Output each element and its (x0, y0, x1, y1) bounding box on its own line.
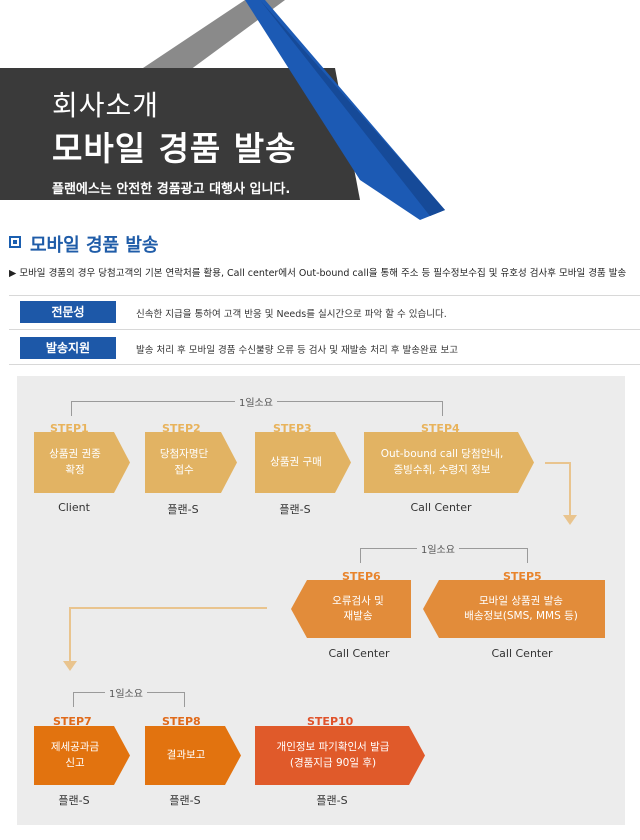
step-label: STEP3 (273, 422, 312, 435)
section-title: 모바일 경품 발송 (30, 235, 159, 256)
hero-title-big: 모바일 경품 발송 (52, 129, 297, 168)
step-box: 당첨자명단 접수 (145, 432, 237, 493)
step-box: 제세공과금 신고 (34, 726, 130, 785)
step-box: 개인정보 파기확인서 발급 (경품지급 90일 후) (255, 726, 425, 785)
step-label: STEP1 (50, 422, 89, 435)
step-label: STEP5 (503, 570, 542, 583)
step-label: STEP4 (421, 422, 460, 435)
divider (9, 295, 640, 296)
step-owner: Call Center (410, 501, 472, 514)
step-label: STEP7 (53, 715, 92, 728)
flow-connectors (63, 462, 577, 671)
step-owner: 플랜-S (279, 503, 311, 516)
step-owner: 플랜-S (58, 794, 90, 807)
step-label: STEP8 (162, 715, 201, 728)
step-label: STEP2 (162, 422, 201, 435)
step-box: 모바일 상품권 발송 배송정보(SMS, MMS 등) (423, 580, 605, 638)
duration-label: 1일소요 (235, 394, 277, 409)
hero-subtitle: 플랜에스는 안전한 경품광고 대행사 입니다. (52, 182, 291, 197)
step-owner: 플랜-S (169, 794, 201, 807)
feature-desc-expertise: 신속한 지급을 통하여 고객 반응 및 Needs를 실시간으로 파악 할 수 … (136, 309, 447, 320)
section-description: ▶ 모바일 경품의 경우 당첨고객의 기본 연락처를 활용, Call cent… (9, 268, 627, 279)
step-owner: Client (58, 501, 90, 514)
hero-background (0, 0, 640, 220)
step-owner: Call Center (491, 647, 553, 660)
step-owner: Call Center (328, 647, 390, 660)
step-box: Out-bound call 당첨안내, 증빙수취, 수령지 정보 (364, 432, 534, 493)
duration-label: 1일소요 (417, 541, 459, 556)
section-square-icon (9, 236, 21, 248)
divider (9, 364, 640, 365)
step-owner: 플랜-S (167, 503, 199, 516)
divider (9, 329, 640, 330)
step-owner: 플랜-S (316, 794, 348, 807)
hero-banner: 회사소개 모바일 경품 발송 플랜에스는 안전한 경품광고 대행사 입니다. (0, 0, 640, 220)
step-box: 결과보고 (145, 726, 241, 785)
step-box: 오류검사 및 재발송 (291, 580, 411, 638)
step-label: STEP6 (342, 570, 381, 583)
hero-title-small: 회사소개 (52, 89, 160, 122)
process-flow-panel: 1일소요 STEP1 상품권 권종 확정 Client STEP2 당첨자명단 … (17, 376, 625, 825)
step-label: STEP10 (307, 715, 354, 728)
feature-desc-support: 발송 처리 후 모바일 경품 수신불량 오류 등 검사 및 재발송 처리 후 발… (136, 345, 458, 356)
step-box: 상품권 권종 확정 (34, 432, 130, 493)
step-box: 상품권 구매 (255, 432, 351, 493)
feature-tag-expertise: 전문성 (20, 301, 116, 323)
feature-tag-support: 발송지원 (20, 337, 116, 359)
duration-label: 1일소요 (105, 685, 147, 700)
